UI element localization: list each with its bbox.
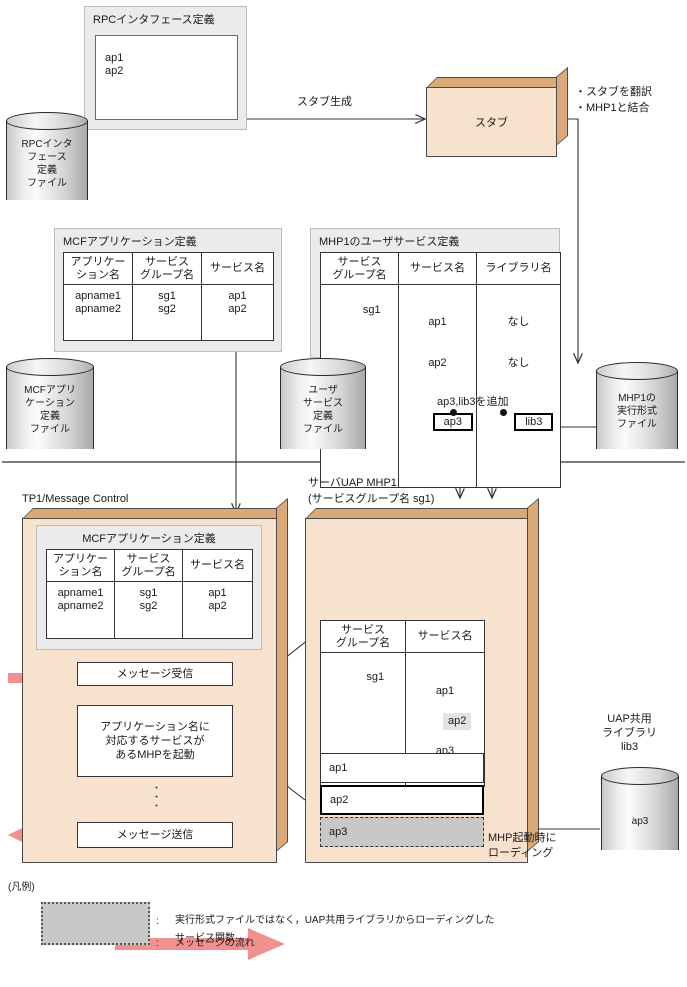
cell-application-names: apname1 apname2 (63, 284, 133, 341)
cell-service-names: ap1 ap2 (201, 284, 274, 341)
stub-generation-label: スタブ生成 (297, 96, 352, 108)
rpc-interface-definition-content: ap1 ap2 (105, 52, 124, 77)
rpc-interface-definition-file-label: RPCインタ フェース 定義 ファイル (21, 138, 73, 189)
legend-text-loaded-service: 実行形式ファイルではなく，UAP共用ライブラリからローディングした サービス関数 (175, 915, 495, 944)
stub-box: スタブ (426, 66, 568, 157)
shared-library-title: UAP共用 ライブラリ lib3 (602, 713, 657, 753)
header-service-name: サービス名 (201, 252, 274, 285)
leader-dot (450, 409, 457, 416)
panel-side-face (276, 497, 288, 852)
header-service-group-name: サービス グループ名 (114, 549, 183, 582)
cell-service-names: ap1 ap2 ap3 (398, 284, 477, 488)
table-header-row: アプリケー ション名 サービス グループ名 サービス名 (46, 549, 253, 582)
cell-service-groups: sg1 sg2 (132, 284, 202, 341)
cylinder-body (6, 121, 88, 200)
library-name-item: なし (507, 357, 530, 369)
service-group-value: sg1 (362, 304, 381, 316)
module-box-ap3: ap3 (320, 817, 484, 847)
cylinder-body (601, 776, 679, 850)
mhp1-uap-title: サーバUAP MHP1 (サービスグループ名 sg1) (308, 477, 435, 505)
mcf-application-definition-file-label: MCFアプリ ケーション 定義 ファイル (24, 385, 76, 435)
header-library-name: ライブラリ名 (476, 252, 561, 285)
header-service-name: サービス名 (182, 549, 253, 582)
rpc-interface-definition-title: RPCインタフェース定義 (93, 14, 215, 26)
stub-box-front-face: スタブ (426, 87, 557, 157)
tp1-mcf-application-definition-title: MCFアプリケーション定義 (82, 533, 216, 545)
cylinder-top-cap (596, 362, 678, 380)
tp1-message-control-title: TP1/Message Control (22, 493, 129, 505)
cylinder-top-cap (6, 358, 94, 376)
legend-title: (凡例) (8, 882, 35, 893)
mhp-dispatch-box: アプリケーション名に 対応するサービスが あるMHPを起動 (77, 705, 233, 777)
shared-library-content-label: ap3 (631, 815, 649, 827)
cylinder-body (596, 371, 678, 449)
user-service-definition-file-cylinder: ユーザ サービス 定義 ファイル (280, 358, 366, 458)
legend-swatch-loaded-service (41, 902, 150, 945)
header-application-name: アプリケー ション名 (46, 549, 115, 582)
stub-box-side-face (556, 66, 568, 146)
cylinder-top-cap (6, 112, 88, 130)
rpc-interface-definition-body: ap1 ap2 (95, 35, 238, 120)
message-send-box: メッセージ送信 (77, 822, 233, 848)
loading-annotation-label: MHP起動時に ローディング (488, 832, 557, 859)
cylinder-body (6, 367, 94, 449)
rpc-interface-definition-panel: RPCインタフェース定義 ap1 ap2 (84, 6, 247, 130)
stub-notes: ・スタブを翻訳 ・MHP1と結合 (575, 86, 652, 114)
mhp1-executable-file-cylinder: MHP1の 実行形式 ファイル (596, 362, 678, 458)
cylinder-body (280, 367, 366, 449)
panel-side-face (527, 497, 539, 852)
mcf-application-definition-title: MCFアプリケーション定義 (63, 236, 197, 248)
tp1-mcf-application-definition-table: アプリケー ション名 サービス グループ名 サービス名 apname1 apna… (46, 549, 253, 639)
library-name-item: なし (507, 316, 530, 328)
mcf-application-definition-table: アプリケー ション名 サービス グループ名 サービス名 apname1 apna… (63, 252, 274, 341)
uap-shared-library-cylinder: ap3 (601, 767, 679, 859)
mcf-application-definition-file-cylinder: MCFアプリ ケーション 定義 ファイル (6, 358, 94, 458)
cylinder-top-cap (601, 767, 679, 785)
add-annotation-label: ap3,lib3を追加 (437, 396, 509, 408)
cylinder-top-cap (280, 358, 366, 376)
message-receive-box: メッセージ受信 (77, 662, 233, 686)
table-row: apname1 apname2 sg1 sg2 ap1 ap2 (63, 284, 274, 341)
mhp1-user-service-definition-title: MHP1のユーザサービス定義 (319, 236, 460, 248)
cell-service-groups: sg1 sg2 (114, 581, 183, 639)
user-service-definition-file-label: ユーザ サービス 定義 ファイル (303, 385, 343, 435)
mhp1-executable-file-label: MHP1の 実行形式 ファイル (617, 393, 657, 430)
rpc-interface-definition-file-cylinder: RPCインタ フェース 定義 ファイル (6, 112, 88, 209)
header-application-name: アプリケー ション名 (63, 252, 133, 285)
header-service-name: サービス名 (405, 620, 485, 653)
leader-dot (500, 409, 507, 416)
header-service-group-name: サービス グループ名 (320, 252, 399, 285)
table-header-row: サービス グループ名 サービス名 ライブラリ名 (320, 252, 561, 285)
service-group-value: sg1 (366, 671, 385, 683)
module-box-ap2: ap2 (320, 785, 484, 815)
table-header-row: サービス グループ名 サービス名 (320, 620, 485, 653)
header-service-name: サービス名 (398, 252, 477, 285)
table-header-row: アプリケー ション名 サービス グループ名 サービス名 (63, 252, 274, 285)
module-box-ap1: ap1 (320, 753, 484, 783)
header-service-group-name: サービス グループ名 (132, 252, 202, 285)
flow-ellipsis: ・ ・ ・ (152, 783, 162, 811)
service-name-item: ap1 (428, 316, 447, 328)
table-row: apname1 apname2 sg1 sg2 ap1 ap2 (46, 581, 253, 639)
service-name-item: ap1 (435, 685, 455, 697)
legend-colon-2: : (156, 938, 159, 949)
legend-colon-1: : (156, 916, 159, 927)
service-name-item-highlighted: ap2 (443, 713, 472, 730)
header-service-group-name: サービス グループ名 (320, 620, 406, 653)
cell-service-names: ap1 ap2 (182, 581, 253, 639)
library-name-added-callout: lib3 (514, 413, 554, 431)
legend-text-message-flow: メッセージの流れ (175, 938, 255, 949)
service-name-item: ap2 (428, 357, 447, 369)
cell-library-names: なし なし lib3 (476, 284, 561, 488)
cell-application-names: apname1 apname2 (46, 581, 115, 639)
